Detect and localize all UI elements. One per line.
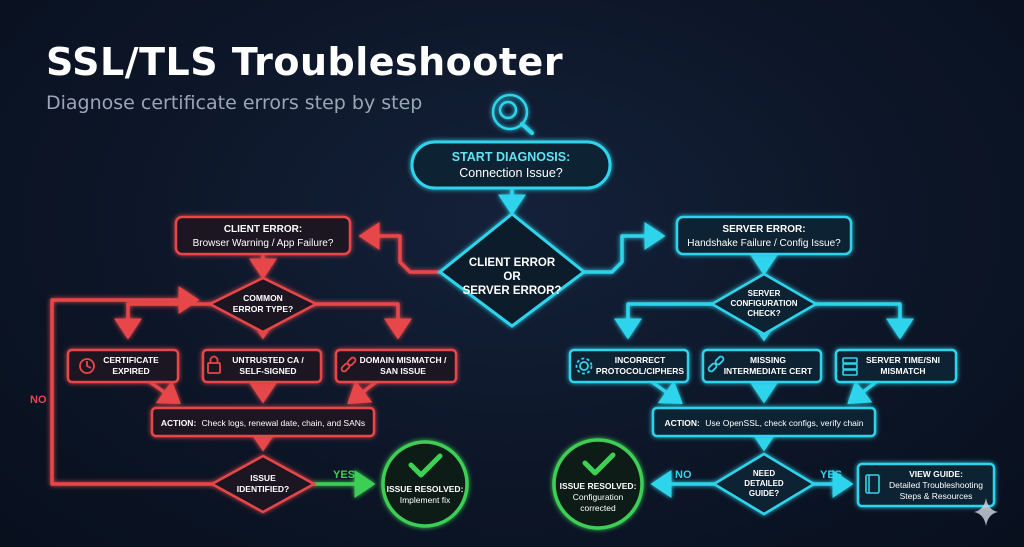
client-option-1-line1: CERTIFICATE xyxy=(103,355,159,365)
server-check-decision: NEED DETAILED GUIDE? xyxy=(711,452,817,516)
client-yes-label: YES xyxy=(333,469,355,481)
link-icon xyxy=(340,356,357,373)
server-no-label: NO xyxy=(675,469,692,481)
server-decision-line2: CONFIGURATION xyxy=(731,299,798,308)
start-node: START DIAGNOSIS: Connection Issue? xyxy=(410,140,612,190)
server-option-3-line1: SERVER TIME/SNI xyxy=(866,355,940,365)
client-action-text: Check logs, renewal date, chain, and SAN… xyxy=(202,418,365,428)
server-guide-line1: VIEW GUIDE: xyxy=(909,469,963,479)
arrow-server-branch-right xyxy=(814,302,914,340)
main-decision: CLIENT ERROR OR SERVER ERROR? xyxy=(437,212,587,328)
client-decision-line1: COMMON xyxy=(243,293,283,303)
main-decision-line2: OR xyxy=(503,271,521,283)
client-resolved-node: ISSUE RESOLVED: Implement fix xyxy=(381,440,469,528)
client-option-expired: CERTIFICATE EXPIRED xyxy=(66,348,180,384)
arrow-to-client xyxy=(358,222,442,274)
client-check-line2: IDENTIFIED? xyxy=(237,484,289,494)
server-option-protocol: INCORRECT PROTOCOL/CIPHERS xyxy=(568,348,690,384)
client-decision-line2: ERROR TYPE? xyxy=(233,304,293,314)
svg-text:ACTION: Use OpenSSL, che: ACTION: Use OpenSSL, check configs, veri… xyxy=(664,418,863,428)
arrow-client-opt1-action xyxy=(148,380,181,405)
client-header-line1: CLIENT ERROR: xyxy=(224,224,302,235)
checkmark-icon xyxy=(408,453,443,478)
server-option-3-line2: MISMATCH xyxy=(880,366,925,376)
client-header-node: CLIENT ERROR: Browser Warning / App Fail… xyxy=(174,215,352,256)
server-check-line1: NEED xyxy=(753,469,775,478)
client-no-label: NO xyxy=(30,394,47,406)
arrow-client-no-loop xyxy=(50,286,214,486)
checkmark-icon xyxy=(582,452,616,476)
client-option-untrusted: UNTRUSTED CA / SELF-SIGNED xyxy=(201,348,323,384)
arrow-server-opt3-action xyxy=(847,380,878,405)
server-header-line2: Handshake Failure / Config Issue? xyxy=(687,238,841,249)
client-decision: COMMON ERROR TYPE? xyxy=(207,276,319,334)
server-header-line1: SERVER ERROR: xyxy=(722,224,805,235)
page-subtitle: Diagnose certificate errors step by step xyxy=(46,92,423,114)
server-decision: SERVER CONFIGURATION CHECK? xyxy=(709,272,819,336)
page-title: SSL/TLS Troubleshooter xyxy=(46,40,564,84)
client-check-decision: ISSUE IDENTIFIED? xyxy=(209,454,317,514)
server-option-1-line2: PROTOCOL/CIPHERS xyxy=(596,366,684,376)
arrow-client-opt3-action xyxy=(347,380,378,405)
main-decision-line1: CLIENT ERROR xyxy=(469,257,556,269)
svg-text:ACTION: Check logs, rene: ACTION: Check logs, renewal date, chain,… xyxy=(161,418,365,428)
server-action-text: Use OpenSSL, check configs, verify chain xyxy=(705,418,864,428)
client-option-2-line2: SELF-SIGNED xyxy=(239,366,296,376)
server-resolved-line2: Configuration xyxy=(573,492,624,502)
server-action-label: ACTION: xyxy=(664,418,700,428)
server-resolved-node: ISSUE RESOLVED: Configuration corrected xyxy=(552,438,644,530)
broken-link-icon xyxy=(707,355,725,373)
server-resolved-line1: ISSUE RESOLVED: xyxy=(560,481,637,491)
server-decision-line1: SERVER xyxy=(748,289,781,298)
client-option-3-line2: SAN ISSUE xyxy=(380,366,426,376)
arrow-to-server xyxy=(582,222,666,274)
start-line2: Connection Issue? xyxy=(459,166,563,180)
server-decision-line3: CHECK? xyxy=(747,309,780,318)
server-option-1-line1: INCORRECT xyxy=(615,355,666,365)
client-option-domain: DOMAIN MISMATCH / SAN ISSUE xyxy=(334,348,458,384)
client-action-label: ACTION: xyxy=(161,418,197,428)
arrow-client-branch-right xyxy=(314,302,412,340)
arrow-server-branch-left xyxy=(614,302,714,340)
server-guide-line2: Detailed Troubleshooting xyxy=(889,480,983,490)
server-icon xyxy=(842,357,858,376)
book-icon xyxy=(865,474,880,494)
clock-icon xyxy=(79,358,95,374)
sparkle-icon xyxy=(974,498,998,526)
server-check-line3: GUIDE? xyxy=(749,489,779,498)
lock-icon xyxy=(207,355,221,374)
server-option-2-line1: MISSING xyxy=(750,355,786,365)
client-action-node: ACTION: Check logs, renewal date, chain,… xyxy=(150,406,376,438)
client-header-line2: Browser Warning / App Failure? xyxy=(193,238,334,249)
client-option-2-line1: UNTRUSTED CA / xyxy=(232,355,304,365)
server-option-2-line2: INTERMEDIATE CERT xyxy=(724,366,813,376)
start-line1: START DIAGNOSIS: xyxy=(452,150,571,164)
server-header-node: SERVER ERROR: Handshake Failure / Config… xyxy=(675,215,853,256)
arrow-server-opt1-action xyxy=(650,380,683,405)
search-icon xyxy=(491,93,534,135)
client-check-line1: ISSUE xyxy=(250,473,276,483)
main-decision-line3: SERVER ERROR? xyxy=(463,285,562,297)
server-guide-line3: Steps & Resources xyxy=(900,491,973,501)
server-yes-label: YES xyxy=(820,469,842,481)
server-check-line2: DETAILED xyxy=(744,479,784,488)
server-action-node: ACTION: Use OpenSSL, check configs, veri… xyxy=(651,406,877,438)
client-option-3-line1: DOMAIN MISMATCH / xyxy=(360,355,447,365)
client-resolved-line2: Implement fix xyxy=(400,495,451,505)
client-resolved-line1: ISSUE RESOLVED: xyxy=(387,484,464,494)
client-option-1-line2: EXPIRED xyxy=(112,366,149,376)
server-option-time-sni: SERVER TIME/SNI MISMATCH xyxy=(834,348,958,384)
server-resolved-line3: corrected xyxy=(580,503,616,513)
server-option-intermediate: MISSING INTERMEDIATE CERT xyxy=(701,348,823,384)
arrow-client-branch-left xyxy=(114,302,212,340)
gear-icon xyxy=(575,357,593,375)
server-guide-node: VIEW GUIDE: Detailed Troubleshooting Ste… xyxy=(856,462,996,508)
